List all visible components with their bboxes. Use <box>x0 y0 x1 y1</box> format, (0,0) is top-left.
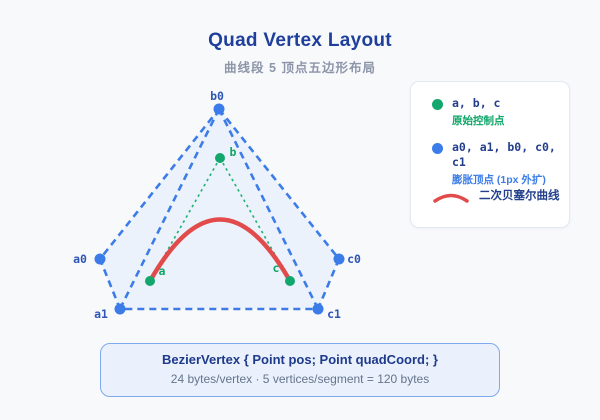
legend-item-title: a0, a1, b0, c0, c1 <box>452 140 556 169</box>
vertex-label-c1: c1 <box>327 307 341 321</box>
legend-item-title: a, b, c <box>452 96 501 110</box>
legend-panel: a, b, c 原始控制点 a0, a1, b0, c0, c1 膨胀顶点 (1… <box>410 81 570 228</box>
vertex-dot-a1 <box>114 303 126 315</box>
vertex-label-b0: b0 <box>210 89 224 103</box>
control-label-a: a <box>158 264 166 278</box>
legend-item-control-points: a, b, c 原始控制点 <box>432 96 505 128</box>
pentagon-outline <box>98 106 341 311</box>
vertex-dot-b0 <box>213 103 225 115</box>
legend-item-bezier: 二次贝塞尔曲线 <box>432 187 560 205</box>
vertex-label-a0: a0 <box>73 252 87 266</box>
bezier-curve-icon <box>433 193 469 203</box>
control-dot-a <box>145 276 155 286</box>
diagonal-b0-c1 <box>217 108 320 310</box>
legend-item-text: a, b, c 原始控制点 <box>452 96 505 128</box>
blue-dot-icon <box>432 143 443 154</box>
page-title: Quad Vertex Layout <box>208 30 392 51</box>
bezier-curve <box>147 217 293 284</box>
page-header: Quad Vertex Layout 曲线段 5 顶点五边形布局 <box>0 30 600 76</box>
legend-item-text: a0, a1, b0, c0, c1 膨胀顶点 (1px 外扩) <box>452 140 569 187</box>
vertex-label-c0: c0 <box>347 252 361 266</box>
vertex-struct-infobox: BezierVertex { Point pos; Point quadCoor… <box>100 343 500 397</box>
legend-item-expanded-vertices: a0, a1, b0, c0, c1 膨胀顶点 (1px 外扩) <box>432 140 569 187</box>
byte-stats: 24 bytes/vertex · 5 vertices/segment = 1… <box>170 372 430 386</box>
control-label-b: b <box>229 145 237 159</box>
legend-item-subtitle: 原始控制点 <box>452 115 505 127</box>
green-dot-icon <box>432 99 443 110</box>
vertex-dot-c1 <box>312 303 324 315</box>
legend-item-title: 二次贝塞尔曲线 <box>479 190 560 202</box>
legend-item-subtitle: 膨胀顶点 (1px 外扩) <box>452 174 546 186</box>
page-subtitle: 曲线段 5 顶点五边形布局 <box>224 61 376 75</box>
struct-definition: BezierVertex { Point pos; Point quadCoor… <box>162 352 438 367</box>
vertex-label-a1: a1 <box>94 307 108 321</box>
vertex-dot-a0 <box>94 253 106 265</box>
control-label-c: c <box>272 261 280 275</box>
control-dot-b <box>215 153 225 163</box>
control-dot-c <box>285 276 295 286</box>
vertex-dot-c0 <box>333 253 345 265</box>
diagonal-b0-a1 <box>118 108 221 310</box>
